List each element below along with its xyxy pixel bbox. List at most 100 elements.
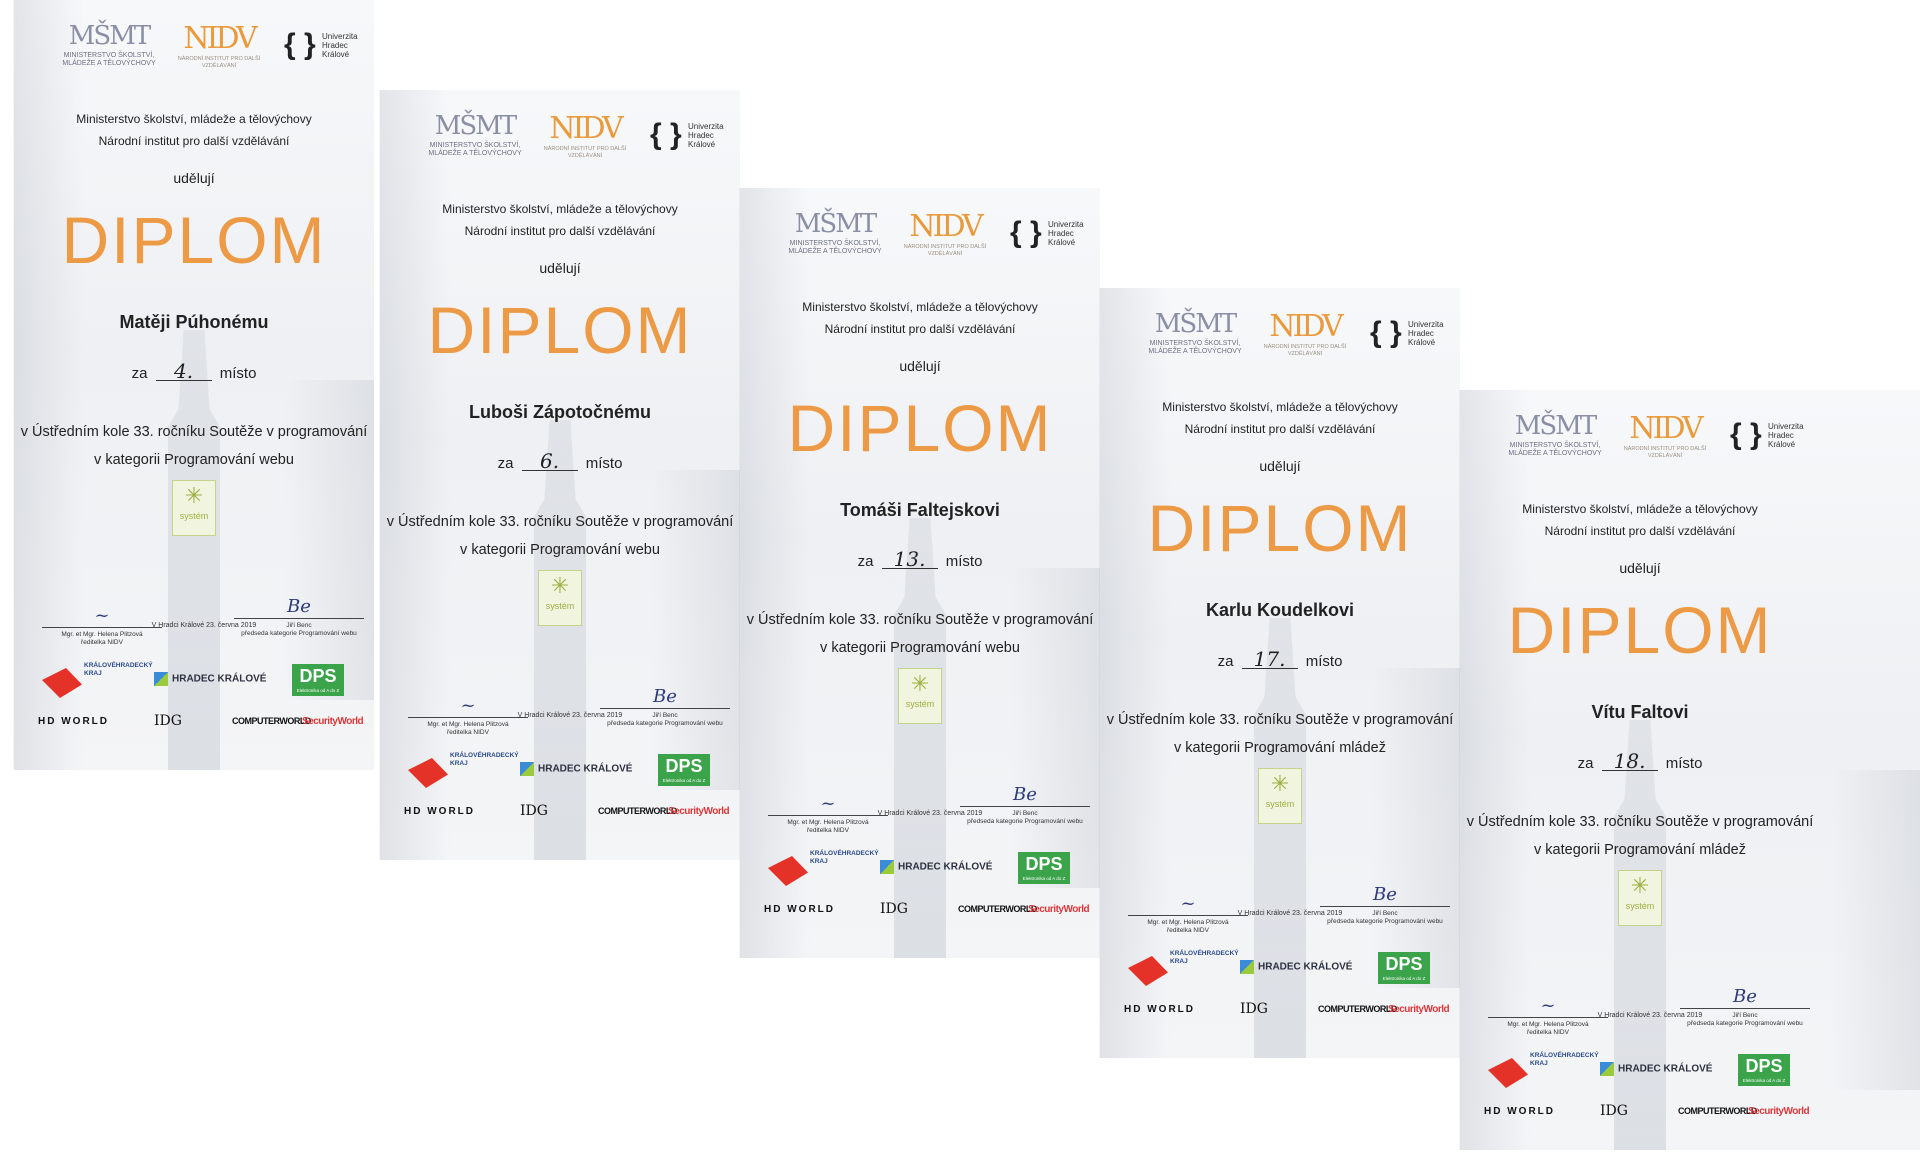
placement: za 17. místo [1217,647,1343,671]
diploma-4: MŠMT MINISTERSTVO ŠKOLSTVÍ, MLÁDEŽE A TĚ… [1100,288,1460,1058]
background-wall [380,90,450,860]
computerworld-logo: COMPUTERWORLD [232,716,311,726]
background-wall [284,380,374,700]
hd-world-logo: HD WORLD [1124,1004,1195,1015]
signature-left: ~ Mgr. et Mgr. Helena Plitzová ředitelka… [1128,893,1248,936]
uhk-logo: { } Univerzita Hradec Králové [1730,418,1804,451]
nidv-logo: NIDV NÁRODNÍ INSTITUT PRO DALŠÍ VZDĚLÁVÁ… [1263,309,1347,357]
uhk-logo: { } Univerzita Hradec Králové [1370,316,1444,349]
signature-left: ~ Mgr. et Mgr. Helena Plitzová ředitelka… [408,695,528,738]
signature-left: ~ Mgr. et Mgr. Helena Plitzová ředitelka… [1488,995,1608,1038]
system-logo: ✳ systém [1258,768,1302,824]
diploma-2: MŠMT MINISTERSTVO ŠKOLSTVÍ, MLÁDEŽE A TĚ… [380,90,740,860]
hd-world-logo: HD WORLD [38,716,109,727]
competition-context: v Ústředním kole 33. ročníku Soutěže v p… [20,424,368,468]
recipient-name: Vítu Faltovi [1591,702,1689,722]
background-wall [650,470,740,790]
placement: za 4. místo [131,359,257,383]
background-wall [1100,288,1170,1058]
idg-logo: IDG [154,713,182,729]
signature-right: Be Jiří Benc předseda kategorie Programo… [1320,884,1450,927]
idg-logo: IDG [1240,1001,1268,1017]
nidv-logo: NIDV NÁRODNÍ INSTITUT PRO DALŠÍ VZDĚLÁVÁ… [177,21,261,69]
competition-context: v Ústředním kole 33. ročníku Soutěže v p… [746,612,1094,656]
nidv-logo: NIDV NÁRODNÍ INSTITUT PRO DALŠÍ VZDĚLÁVÁ… [543,111,627,159]
hradec-kralove-logo: HRADEC KRÁLOVÉ [154,672,266,686]
place-date: V Hradci Králové 23. června 2019 [151,622,257,629]
grant-verb: udělují [539,260,581,276]
competition-context: v Ústředním kole 33. ročníku Soutěže v p… [1466,814,1814,858]
kralovehradecky-kraj-logo: KRÁLOVÉHRADECKÝ KRAJ [760,850,879,890]
diploma-3: MŠMT MINISTERSTVO ŠKOLSTVÍ, MLÁDEŽE A TĚ… [740,188,1100,958]
issuer: Ministerstvo školství, mládeže a tělovýc… [1522,502,1758,538]
idg-logo: IDG [1600,1103,1628,1119]
hradec-kralove-logo: HRADEC KRÁLOVÉ [1600,1062,1712,1076]
securityworld-logo: SecurityWorld [1748,1106,1810,1117]
background-wall [1460,390,1530,1150]
kralovehradecky-kraj-logo: KRÁLOVÉHRADECKÝ KRAJ [400,752,519,792]
hradec-kralove-logo: HRADEC KRÁLOVÉ [520,762,632,776]
grant-verb: udělují [173,170,215,186]
header-logos: MŠMT MINISTERSTVO ŠKOLSTVÍ, MLÁDEŽE A TĚ… [380,111,740,172]
grant-verb: udělují [1619,560,1661,576]
signature-right: Be Jiří Benc předseda kategorie Programo… [1680,986,1810,1029]
hd-world-logo: HD WORLD [1484,1106,1555,1117]
diploma-title: DIPLOM [427,293,693,367]
recipient-name: Tomáši Faltejskovi [840,500,1000,520]
uhk-logo: { } Univerzita Hradec Králové [284,28,358,61]
placement: za 13. místo [857,547,983,571]
diploma-title: DIPLOM [1147,491,1413,565]
uhk-logo: { } Univerzita Hradec Králové [650,118,724,151]
signature-right: Be Jiří Benc předseda kategorie Programo… [600,686,730,729]
system-logo: ✳ systém [172,480,216,536]
diploma-title: DIPLOM [1507,593,1773,667]
background-wall [1830,770,1920,1090]
kralovehradecky-kraj-logo: KRÁLOVÉHRADECKÝ KRAJ [34,662,153,702]
nidv-logo: NIDV NÁRODNÍ INSTITUT PRO DALŠÍ VZDĚLÁVÁ… [903,209,987,257]
securityworld-logo: SecurityWorld [668,806,730,817]
grant-verb: udělují [1259,458,1301,474]
placement-number: 4. [155,361,212,381]
competition-context: v Ústředním kole 33. ročníku Soutěže v p… [386,514,734,558]
placement-number: 13. [881,549,938,569]
header-logos: MŠMT MINISTERSTVO ŠKOLSTVÍ, MLÁDEŽE A TĚ… [1100,309,1460,370]
issuer: Ministerstvo školství, mládeže a tělovýc… [802,300,1038,336]
signature-right: Be Jiří Benc předseda kategorie Programo… [960,784,1090,827]
place-date: V Hradci Králové 23. června 2019 [877,810,983,817]
msmt-logo: MŠMT MINISTERSTVO ŠKOLSTVÍ, MLÁDEŽE A TĚ… [788,209,882,255]
header-logos: MŠMT MINISTERSTVO ŠKOLSTVÍ, MLÁDEŽE A TĚ… [1460,411,1920,472]
recipient-name: Karlu Koudelkovi [1205,600,1355,620]
computerworld-logo: COMPUTERWORLD [598,806,677,816]
issuer: Ministerstvo školství, mládeže a tělovýc… [442,202,678,238]
msmt-logo: MŠMT MINISTERSTVO ŠKOLSTVÍ, MLÁDEŽE A TĚ… [62,21,156,67]
place-date: V Hradci Králové 23. června 2019 [1597,1012,1703,1019]
securityworld-logo: SecurityWorld [1028,904,1090,915]
securityworld-logo: SecurityWorld [302,716,364,727]
computerworld-logo: COMPUTERWORLD [1678,1106,1757,1116]
placement: za 6. místo [497,449,623,473]
placement-number: 17. [1241,649,1298,669]
background-wall [1010,568,1100,888]
system-logo: ✳ systém [898,668,942,724]
diploma-1: MŠMT MINISTERSTVO ŠKOLSTVÍ, MLÁDEŽE A TĚ… [14,0,374,770]
recipient-name: Luboši Zápotočnému [469,402,651,422]
place-date: V Hradci Králové 23. června 2019 [1237,910,1343,917]
diploma-title: DIPLOM [61,203,327,277]
diploma-5: MŠMT MINISTERSTVO ŠKOLSTVÍ, MLÁDEŽE A TĚ… [1460,390,1920,1150]
issuer: Ministerstvo školství, mládeže a tělovýc… [1162,400,1398,436]
issuer: Ministerstvo školství, mládeže a tělovýc… [76,112,312,148]
computerworld-logo: COMPUTERWORLD [1318,1004,1397,1014]
msmt-logo: MŠMT MINISTERSTVO ŠKOLSTVÍ, MLÁDEŽE A TĚ… [1508,411,1602,457]
idg-logo: IDG [520,803,548,819]
placement-number: 18. [1601,751,1658,771]
securityworld-logo: SecurityWorld [1388,1004,1450,1015]
signature-left: ~ Mgr. et Mgr. Helena Plitzová ředitelka… [768,793,888,836]
